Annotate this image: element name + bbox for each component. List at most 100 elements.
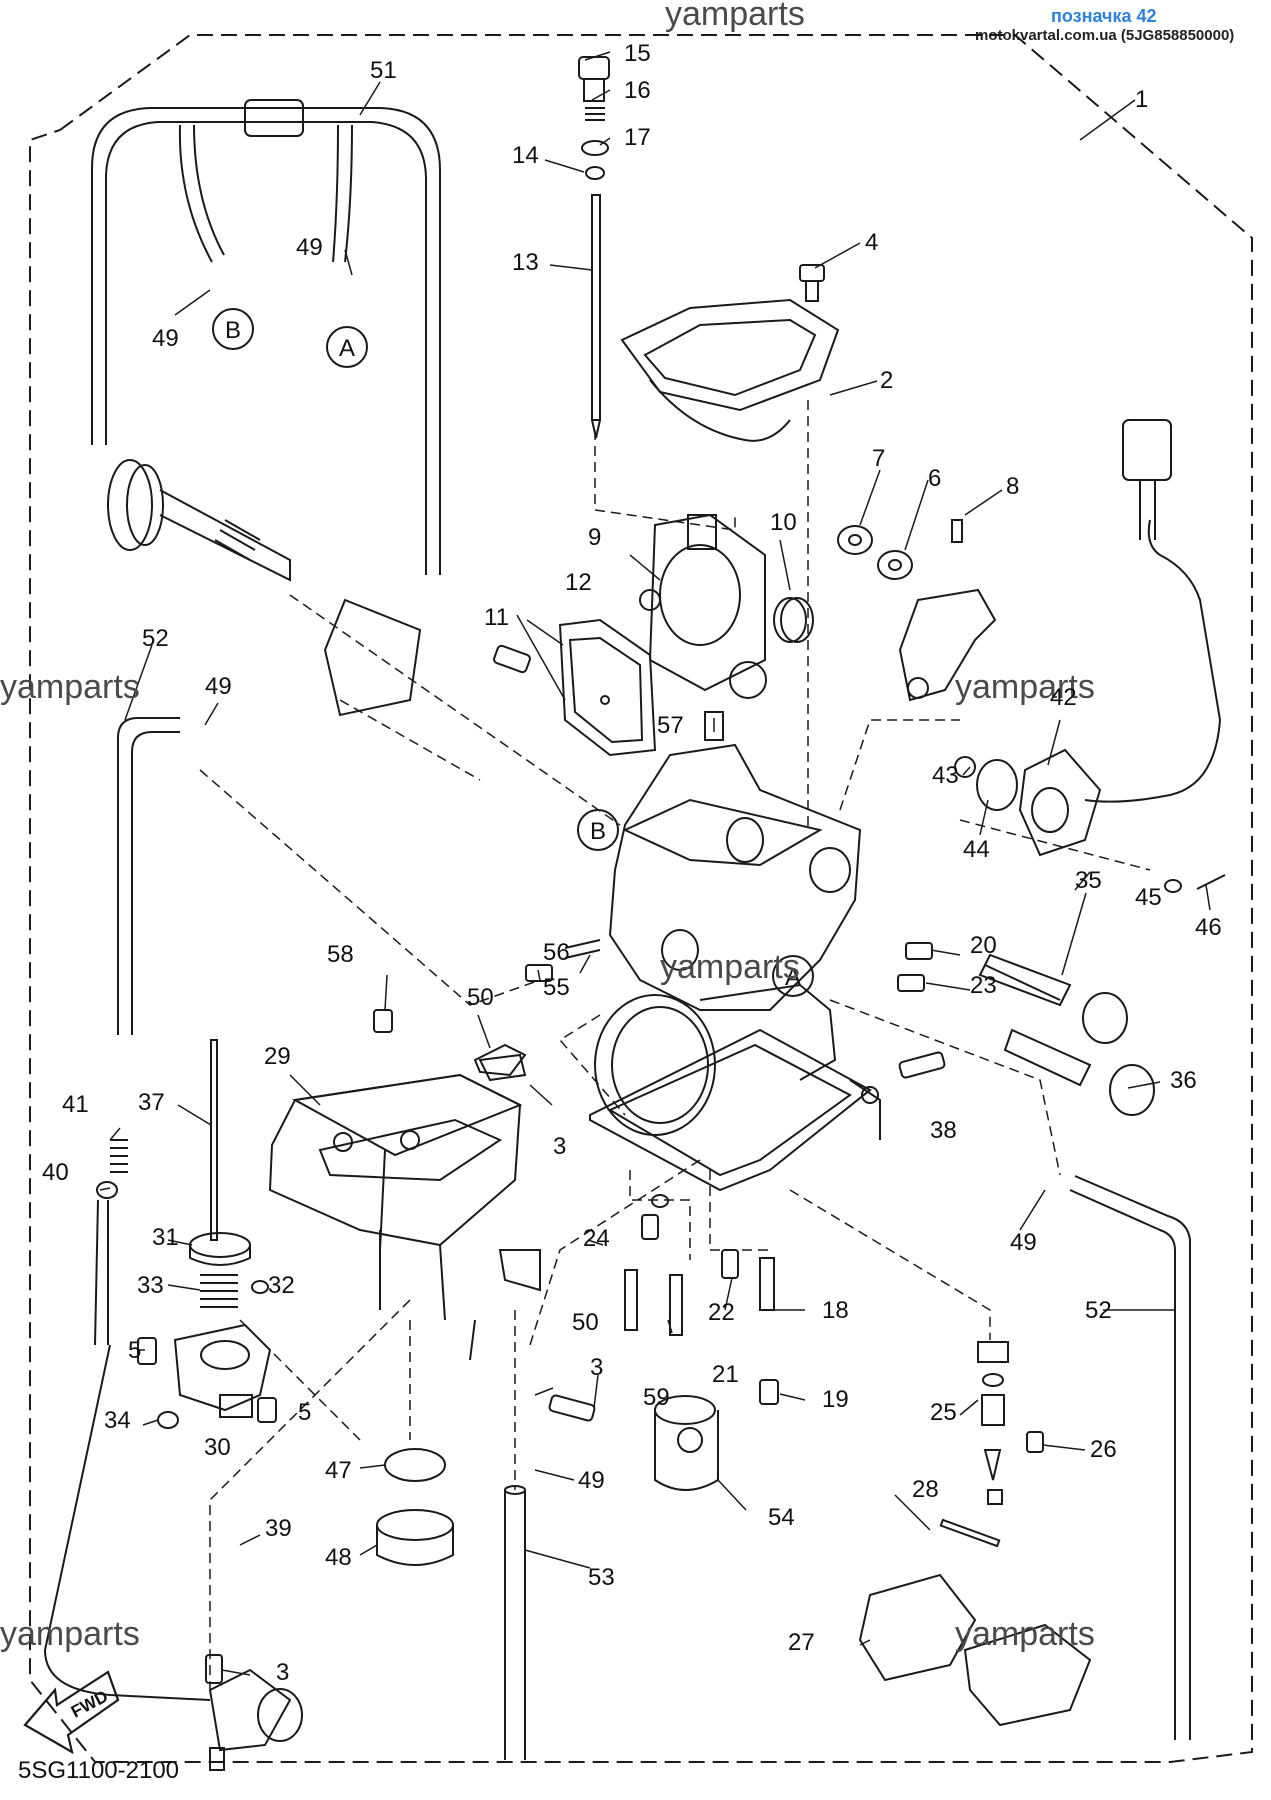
watermark: yamparts [955,1615,1095,1653]
part-label: 58 [327,941,354,968]
gasket-12 [558,618,657,757]
part-label: 53 [588,1564,615,1591]
jets-18-24 [624,1194,779,1405]
watermark: yamparts [0,1615,140,1653]
float-27 [858,1573,1092,1727]
part-label: 52 [142,625,169,652]
assembly-boundary [29,34,1253,1763]
callout-a-label: A [339,335,355,362]
part-label: 38 [930,1117,957,1144]
part-label: 37 [138,1089,165,1116]
part-label: 29 [264,1043,291,1070]
cap-54 [654,1395,719,1491]
throttle-valve-9 [639,513,767,699]
part-label: 42 [1050,684,1077,711]
hose-52-right [1069,1175,1191,1740]
part-number-labels: 1 2 3 3 3 3 4 5 5 6 7 8 9 10 11 12 13 14… [42,40,1222,1686]
roller-10 [773,597,814,643]
screw-5a [137,1337,157,1365]
part-label: 14 [512,142,539,169]
part-label: 21 [712,1361,739,1388]
part-label: 49 [1010,1229,1037,1256]
part-label: 32 [268,1272,295,1299]
watermark: yamparts [955,668,1095,706]
float-bowl-29 [268,1053,541,1361]
part-label: 47 [325,1457,352,1484]
o-ring-34 [157,1411,179,1429]
watermark: yamparts [660,948,800,986]
screw-38 [898,1051,946,1079]
fwd-arrow-icon [23,1670,120,1755]
screw-35 [978,953,1128,1044]
callout-b-label: B [225,317,241,344]
part-label: 50 [467,984,494,1011]
part-label: 45 [1135,884,1162,911]
carburetor-body [589,743,881,1192]
part-label: 11 [484,604,509,631]
small-screws [373,711,933,1033]
gasket-50-top [473,1043,527,1077]
reference-label: позначка 42 [1051,6,1157,26]
part-label: 1 [1135,86,1148,113]
part-label: 3 [553,1133,566,1160]
watermark: yamparts [665,0,805,33]
part-label: 59 [643,1384,670,1411]
screw-11 [493,644,531,674]
part-label: 46 [1195,914,1222,941]
part-label: 50 [572,1309,599,1336]
part-label: 13 [512,249,539,276]
o-ring-32 [251,1280,269,1294]
part-label: 35 [1075,867,1102,894]
callout-circles [212,308,814,997]
hose-53 [504,1485,526,1760]
part-label: 57 [657,712,684,739]
part-label: 8 [1006,473,1019,500]
part-label: 28 [912,1476,939,1503]
part-label: 3 [276,1659,289,1686]
part-label: 9 [588,524,601,551]
part-label: 15 [624,40,651,67]
o-ring-47 [384,1448,446,1482]
part-label: 36 [1170,1067,1197,1094]
connection-lines [199,400,1151,1690]
part-label: 16 [624,77,651,104]
part-label: 31 [152,1224,179,1251]
plug-48 [376,1509,454,1566]
part-label: 23 [970,972,997,999]
part-label: 27 [788,1629,815,1656]
part-label: 30 [204,1434,231,1461]
screw-59 [548,1394,596,1422]
needle-valve-37-31-33 [189,1039,251,1308]
callout-a-label-2: A [785,964,801,991]
part-label: 49 [152,325,179,352]
part-label: 19 [822,1386,849,1413]
part-label: 18 [822,1297,849,1324]
part-label: 48 [325,1544,352,1571]
part-label: 25 [930,1399,957,1426]
part-label: 41 [62,1091,89,1118]
washers-6-7 [837,525,913,580]
part-label: 4 [865,229,878,256]
watermark: yamparts [0,668,140,706]
part-label: 52 [1085,1297,1112,1324]
part-label: 3 [590,1354,603,1381]
knob-assembly [107,459,422,717]
pin-28 [939,1518,1001,1548]
part-label: 49 [296,234,323,261]
part-label: 44 [963,836,990,863]
throttle-sensor-42 [954,419,1226,893]
part-label: 12 [565,569,592,596]
callout-b-label-2: B [590,818,606,845]
part-label: 5 [298,1399,311,1426]
part-label: 17 [624,124,651,151]
part-label: 2 [880,367,893,394]
part-label: 55 [543,974,570,1001]
part-label: 26 [1090,1436,1117,1463]
screw-5b [257,1397,277,1423]
part-label: 22 [708,1299,735,1326]
part-label: 43 [932,762,959,789]
screw-3-bottom [205,1654,223,1684]
part-label: 33 [137,1272,164,1299]
top-cover-2 [620,264,840,442]
